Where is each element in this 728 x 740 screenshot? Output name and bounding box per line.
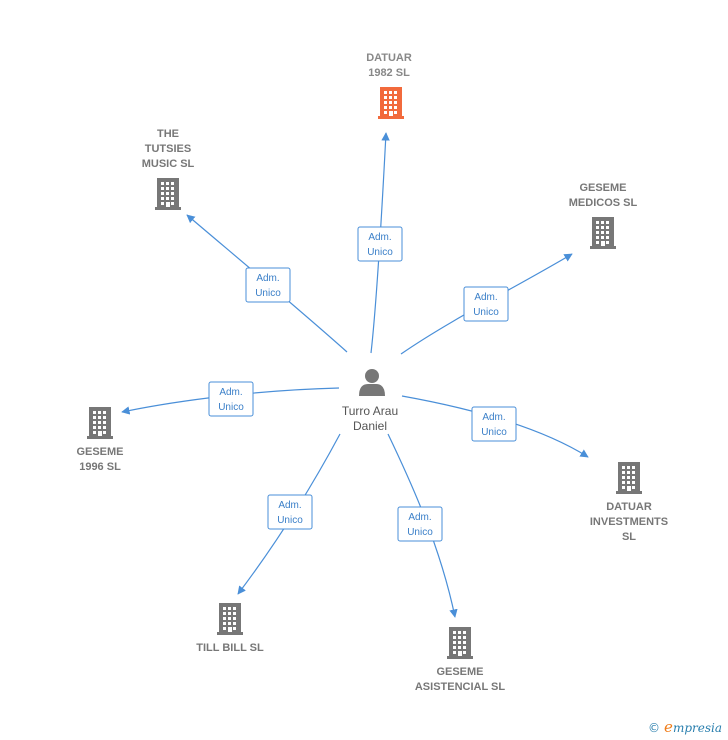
person-name-line-1: Turro Arau bbox=[342, 404, 398, 418]
building-icon bbox=[590, 217, 616, 249]
edge-label-datuar-investments[interactable]: Adm. Unico bbox=[471, 406, 517, 442]
building-icon bbox=[447, 627, 473, 659]
building-icon bbox=[87, 407, 113, 439]
edge-label-text: Unico bbox=[473, 307, 499, 318]
company-name-line: TILL BILL SL bbox=[196, 642, 264, 654]
edge-label-text: Adm. bbox=[482, 412, 505, 423]
company-name-line: GESEME bbox=[76, 446, 123, 458]
edge-label-text: Adm. bbox=[219, 387, 242, 398]
company-node-datuar-1982[interactable]: DATUAR 1982 SL bbox=[366, 52, 412, 119]
edge-label-geseme-medicos[interactable]: Adm. Unico bbox=[463, 286, 509, 322]
edge-label-box bbox=[208, 381, 254, 417]
edge-label-text: Adm. bbox=[474, 292, 497, 303]
building-icon bbox=[217, 603, 243, 635]
company-name-line: MUSIC SL bbox=[142, 158, 195, 170]
company-name-line: DATUAR bbox=[366, 52, 412, 64]
edge-label-text: Adm. bbox=[368, 232, 391, 243]
company-name-line: INVESTMENTS bbox=[590, 516, 668, 528]
edge-label-text: Unico bbox=[255, 288, 281, 299]
edge-label-the-tutsies[interactable]: Adm. Unico bbox=[245, 267, 291, 303]
edge-label-box bbox=[267, 494, 313, 530]
company-node-geseme-1996[interactable]: GESEME 1996 SL bbox=[76, 407, 124, 473]
person-icon bbox=[359, 369, 385, 396]
company-node-geseme-asistencial[interactable]: GESEME ASISTENCIAL SL bbox=[415, 627, 506, 693]
company-node-datuar-investments[interactable]: DATUAR INVESTMENTS SL bbox=[590, 462, 668, 543]
company-name-line: 1982 SL bbox=[368, 67, 410, 79]
footer-brand: ©empresia bbox=[648, 718, 722, 736]
edge-label-text: Adm. bbox=[278, 500, 301, 511]
building-icon bbox=[378, 87, 404, 119]
edge-label-box bbox=[245, 267, 291, 303]
company-name-line: SL bbox=[622, 531, 636, 543]
company-name-line: MEDICOS SL bbox=[569, 197, 638, 209]
center-person[interactable]: Turro Arau Daniel bbox=[342, 369, 398, 433]
company-name-line: 1996 SL bbox=[79, 461, 121, 473]
building-icon bbox=[155, 178, 181, 210]
brand-name: mpresia bbox=[672, 721, 722, 735]
nodes-layer: DATUAR 1982 SL THE TUTSIES MUSIC SL GESEME MED… bbox=[76, 52, 668, 693]
edge-label-text: Adm. bbox=[408, 512, 431, 523]
company-name-line: GESEME bbox=[436, 666, 483, 678]
edge-label-text: Unico bbox=[218, 402, 244, 413]
edge-label-text: Adm. bbox=[256, 273, 279, 284]
copyright-symbol: © bbox=[648, 721, 661, 735]
edge-label-text: Unico bbox=[407, 527, 433, 538]
company-node-till-bill[interactable]: TILL BILL SL bbox=[196, 603, 264, 654]
company-name-line: ASISTENCIAL SL bbox=[415, 681, 506, 693]
company-name-line: GESEME bbox=[579, 182, 626, 194]
company-name-line: TUTSIES bbox=[145, 143, 191, 155]
brand-initial: e bbox=[664, 718, 673, 736]
company-name-line: THE bbox=[157, 128, 179, 140]
edge-label-text: Unico bbox=[277, 515, 303, 526]
edge-label-box bbox=[463, 286, 509, 322]
edge-label-box bbox=[357, 226, 403, 262]
building-icon bbox=[616, 462, 642, 494]
person-name-line-2: Daniel bbox=[353, 419, 387, 433]
edge-label-geseme-1996[interactable]: Adm. Unico bbox=[208, 381, 254, 417]
company-name-line: DATUAR bbox=[606, 501, 652, 513]
edge-label-box bbox=[397, 506, 443, 542]
edge-label-box bbox=[471, 406, 517, 442]
edge-label-geseme-asistencial[interactable]: Adm. Unico bbox=[397, 506, 443, 542]
edge-label-text: Unico bbox=[367, 247, 393, 258]
edge-label-text: Unico bbox=[481, 427, 507, 438]
edge-label-till-bill[interactable]: Adm. Unico bbox=[267, 494, 313, 530]
edge-label-datuar-1982[interactable]: Adm. Unico bbox=[357, 226, 403, 262]
company-node-geseme-medicos[interactable]: GESEME MEDICOS SL bbox=[569, 182, 638, 249]
company-node-the-tutsies[interactable]: THE TUTSIES MUSIC SL bbox=[142, 128, 195, 210]
